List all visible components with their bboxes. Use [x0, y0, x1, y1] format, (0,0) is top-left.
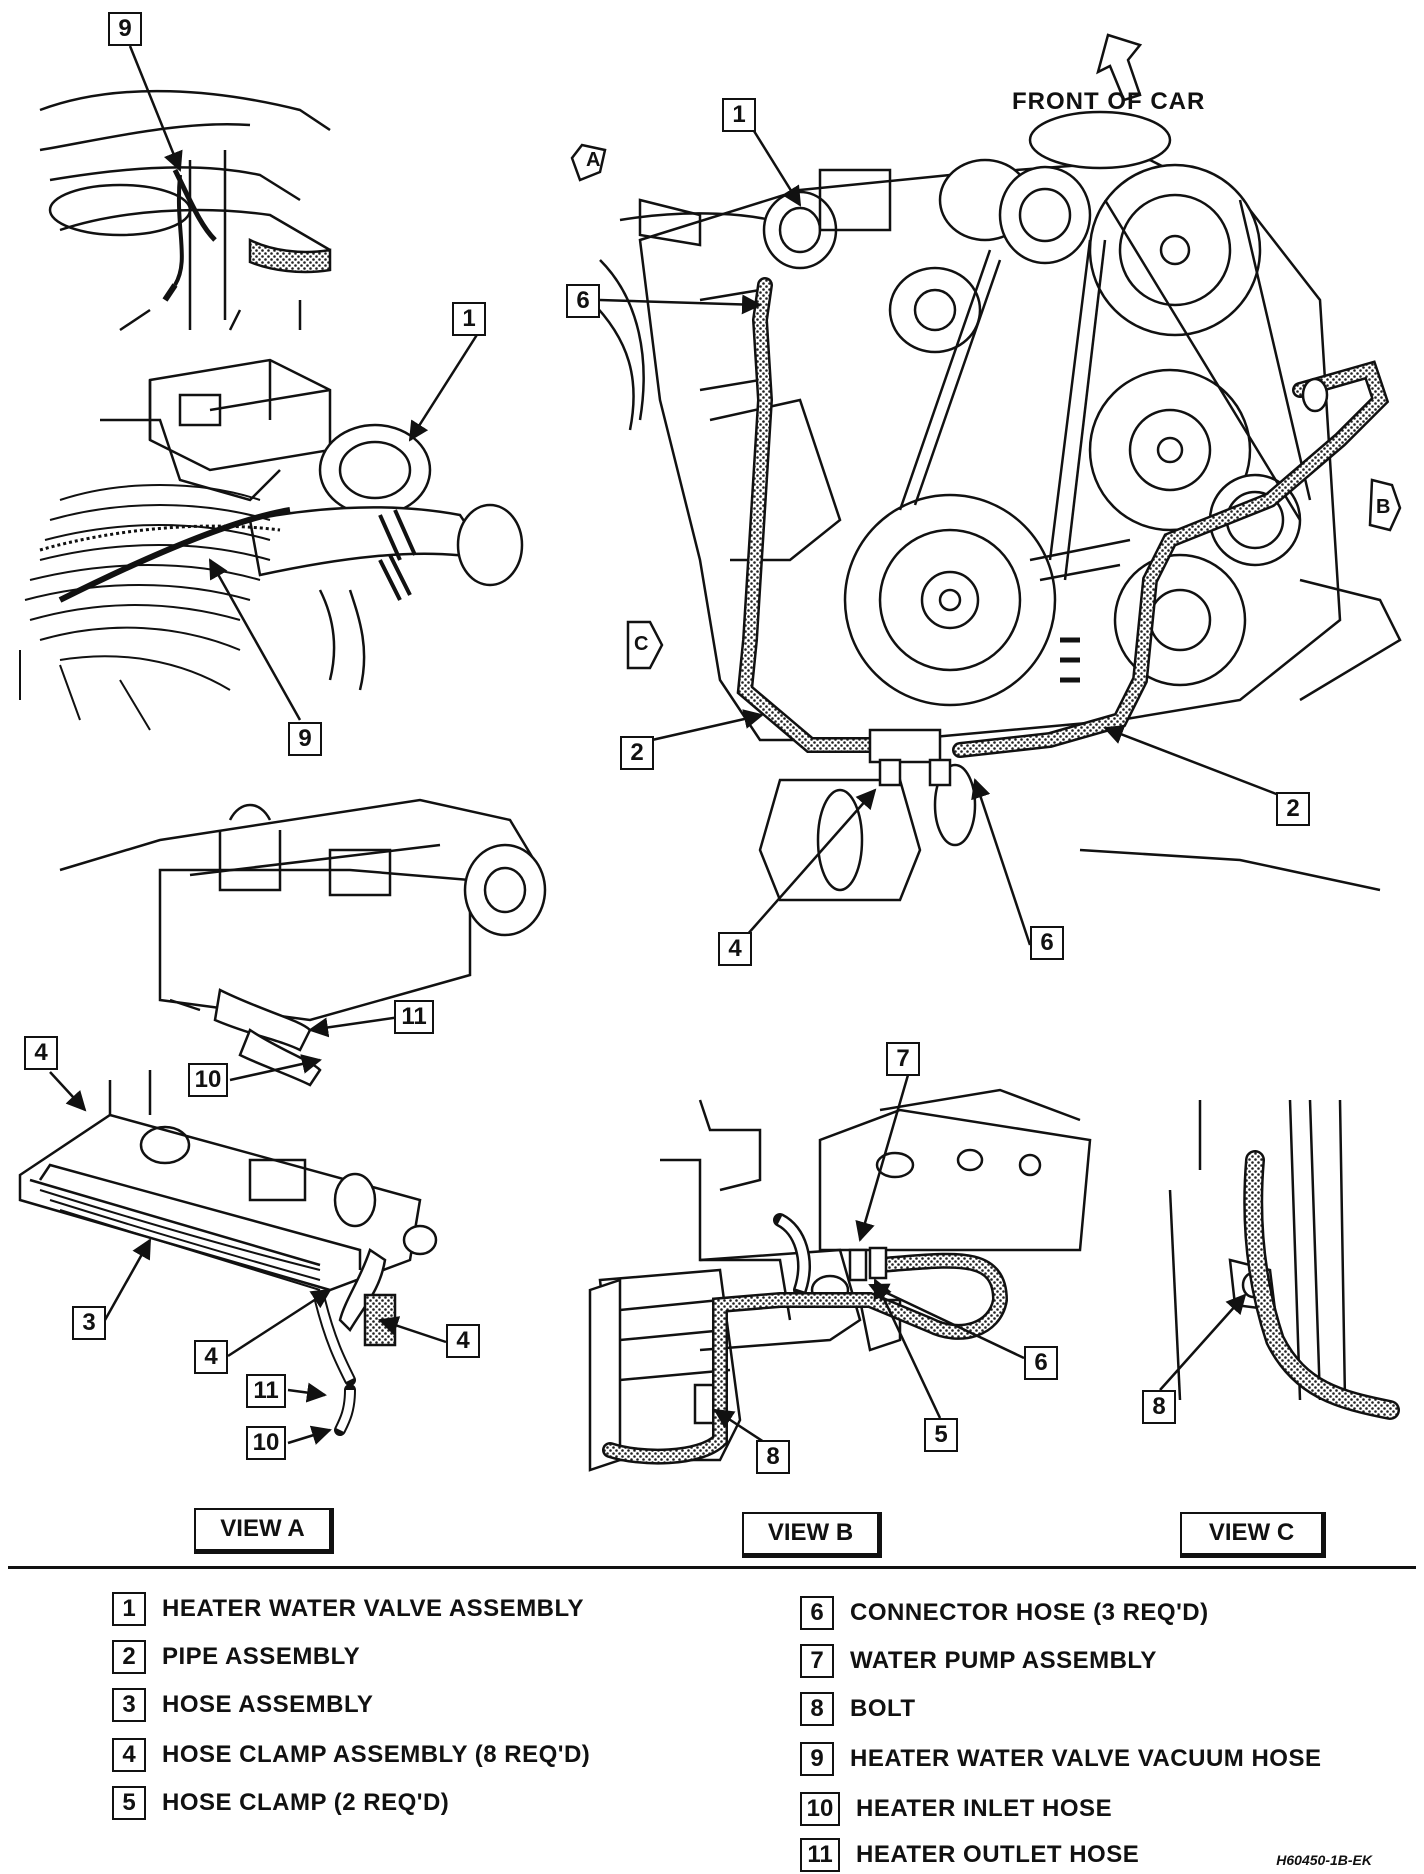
legend-num: 8: [800, 1692, 834, 1726]
view-b-hoses: [602, 1246, 1009, 1465]
legend-num: 7: [800, 1644, 834, 1678]
callout-11-view-a-upper: 11: [394, 1000, 434, 1034]
front-of-car-label: FRONT OF CAR: [1012, 88, 1206, 115]
heater-valve-detail: [19, 358, 524, 731]
vacuum-hose-detail: [39, 89, 332, 332]
legend-text: HEATER WATER VALVE VACUUM HOSE: [850, 1745, 1322, 1772]
view-b-label: VIEW B: [742, 1512, 882, 1558]
view-a-label: VIEW A: [194, 1508, 334, 1554]
legend-num: 3: [112, 1688, 146, 1722]
legend-item-10: 10 HEATER INLET HOSE: [800, 1792, 1112, 1826]
legend-text: HOSE CLAMP ASSEMBLY (8 REQ'D): [162, 1741, 591, 1768]
legend-text: HEATER INLET HOSE: [856, 1795, 1113, 1822]
callout-4-main: 4: [718, 932, 752, 966]
view-marker-a: A: [586, 149, 601, 171]
leader-lines: [49, 45, 1293, 1448]
legend-num: 4: [112, 1738, 146, 1772]
legend-item-1: 1 HEATER WATER VALVE ASSEMBLY: [112, 1592, 584, 1626]
hose-assembly-detail: [18, 1070, 438, 1436]
legend-text: HOSE CLAMP (2 REQ'D): [162, 1789, 450, 1816]
view-marker-c: C: [634, 633, 649, 655]
legend-text: BOLT: [850, 1695, 916, 1722]
legend-item-3: 3 HOSE ASSEMBLY: [112, 1688, 373, 1722]
callout-6-main-top: 6: [566, 284, 600, 318]
callout-7-view-b: 7: [886, 1042, 920, 1076]
callout-2-main-right: 2: [1276, 792, 1310, 826]
legend-num: 10: [800, 1792, 840, 1826]
engine-front-view: [589, 110, 1402, 902]
callout-4-view-a-left: 4: [194, 1340, 228, 1374]
callout-6-main-bottom: 6: [1030, 926, 1064, 960]
legend-item-9: 9 HEATER WATER VALVE VACUUM HOSE: [800, 1742, 1321, 1776]
callout-6-view-b: 6: [1024, 1346, 1058, 1380]
legend-text: CONNECTOR HOSE (3 REQ'D): [850, 1599, 1209, 1626]
legend-text: PIPE ASSEMBLY: [162, 1643, 361, 1670]
callout-10-view-a-upper: 10: [188, 1063, 228, 1097]
legend-num: 5: [112, 1786, 146, 1820]
legend-divider: [8, 1566, 1416, 1569]
legend-item-8: 8 BOLT: [800, 1692, 916, 1726]
legend-text: HEATER WATER VALVE ASSEMBLY: [162, 1595, 584, 1622]
callout-1-main: 1: [722, 98, 756, 132]
view-c-label: VIEW C: [1180, 1512, 1326, 1558]
view-c-hose: [1243, 1150, 1400, 1420]
view-marker-arrows: [570, 33, 1402, 670]
legend-item-7: 7 WATER PUMP ASSEMBLY: [800, 1644, 1157, 1678]
legend-item-2: 2 PIPE ASSEMBLY: [112, 1640, 360, 1674]
legend-text: HOSE ASSEMBLY: [162, 1691, 374, 1718]
view-b-detail: [588, 1088, 1092, 1472]
callout-4-view-a-right: 4: [446, 1324, 480, 1358]
legend-text: WATER PUMP ASSEMBLY: [850, 1647, 1157, 1674]
callout-2-main-left: 2: [620, 736, 654, 770]
legend-item-5: 5 HOSE CLAMP (2 REQ'D): [112, 1786, 449, 1820]
callout-5-view-b: 5: [924, 1418, 958, 1452]
callout-4-view-a-top: 4: [24, 1036, 58, 1070]
callout-3-view-a: 3: [72, 1306, 106, 1340]
callout-11-view-a-lower: 11: [246, 1374, 286, 1408]
legend-num: 6: [800, 1596, 834, 1630]
view-marker-b: B: [1376, 496, 1391, 518]
callout-8-view-c: 8: [1142, 1390, 1176, 1424]
legend-item-11: 11 HEATER OUTLET HOSE: [800, 1838, 1139, 1872]
legend-item-4: 4 HOSE CLAMP ASSEMBLY (8 REQ'D): [112, 1738, 590, 1772]
legend-text: HEATER OUTLET HOSE: [856, 1841, 1140, 1868]
heater-core-detail: [59, 798, 547, 1087]
legend-item-6: 6 CONNECTOR HOSE (3 REQ'D): [800, 1596, 1209, 1630]
legend-num: 2: [112, 1640, 146, 1674]
legend-num: 9: [800, 1742, 834, 1776]
callout-10-view-a-lower: 10: [246, 1426, 286, 1460]
drawing-code: H60450-1B-EK: [1276, 1852, 1372, 1868]
legend-num: 11: [800, 1838, 840, 1872]
callout-8-view-b: 8: [756, 1440, 790, 1474]
callout-1-view-a: 1: [452, 302, 486, 336]
callout-9-top: 9: [108, 12, 142, 46]
callout-9-view-a: 9: [288, 722, 322, 756]
legend-num: 1: [112, 1592, 146, 1626]
pipe-assembly: [736, 277, 1390, 787]
